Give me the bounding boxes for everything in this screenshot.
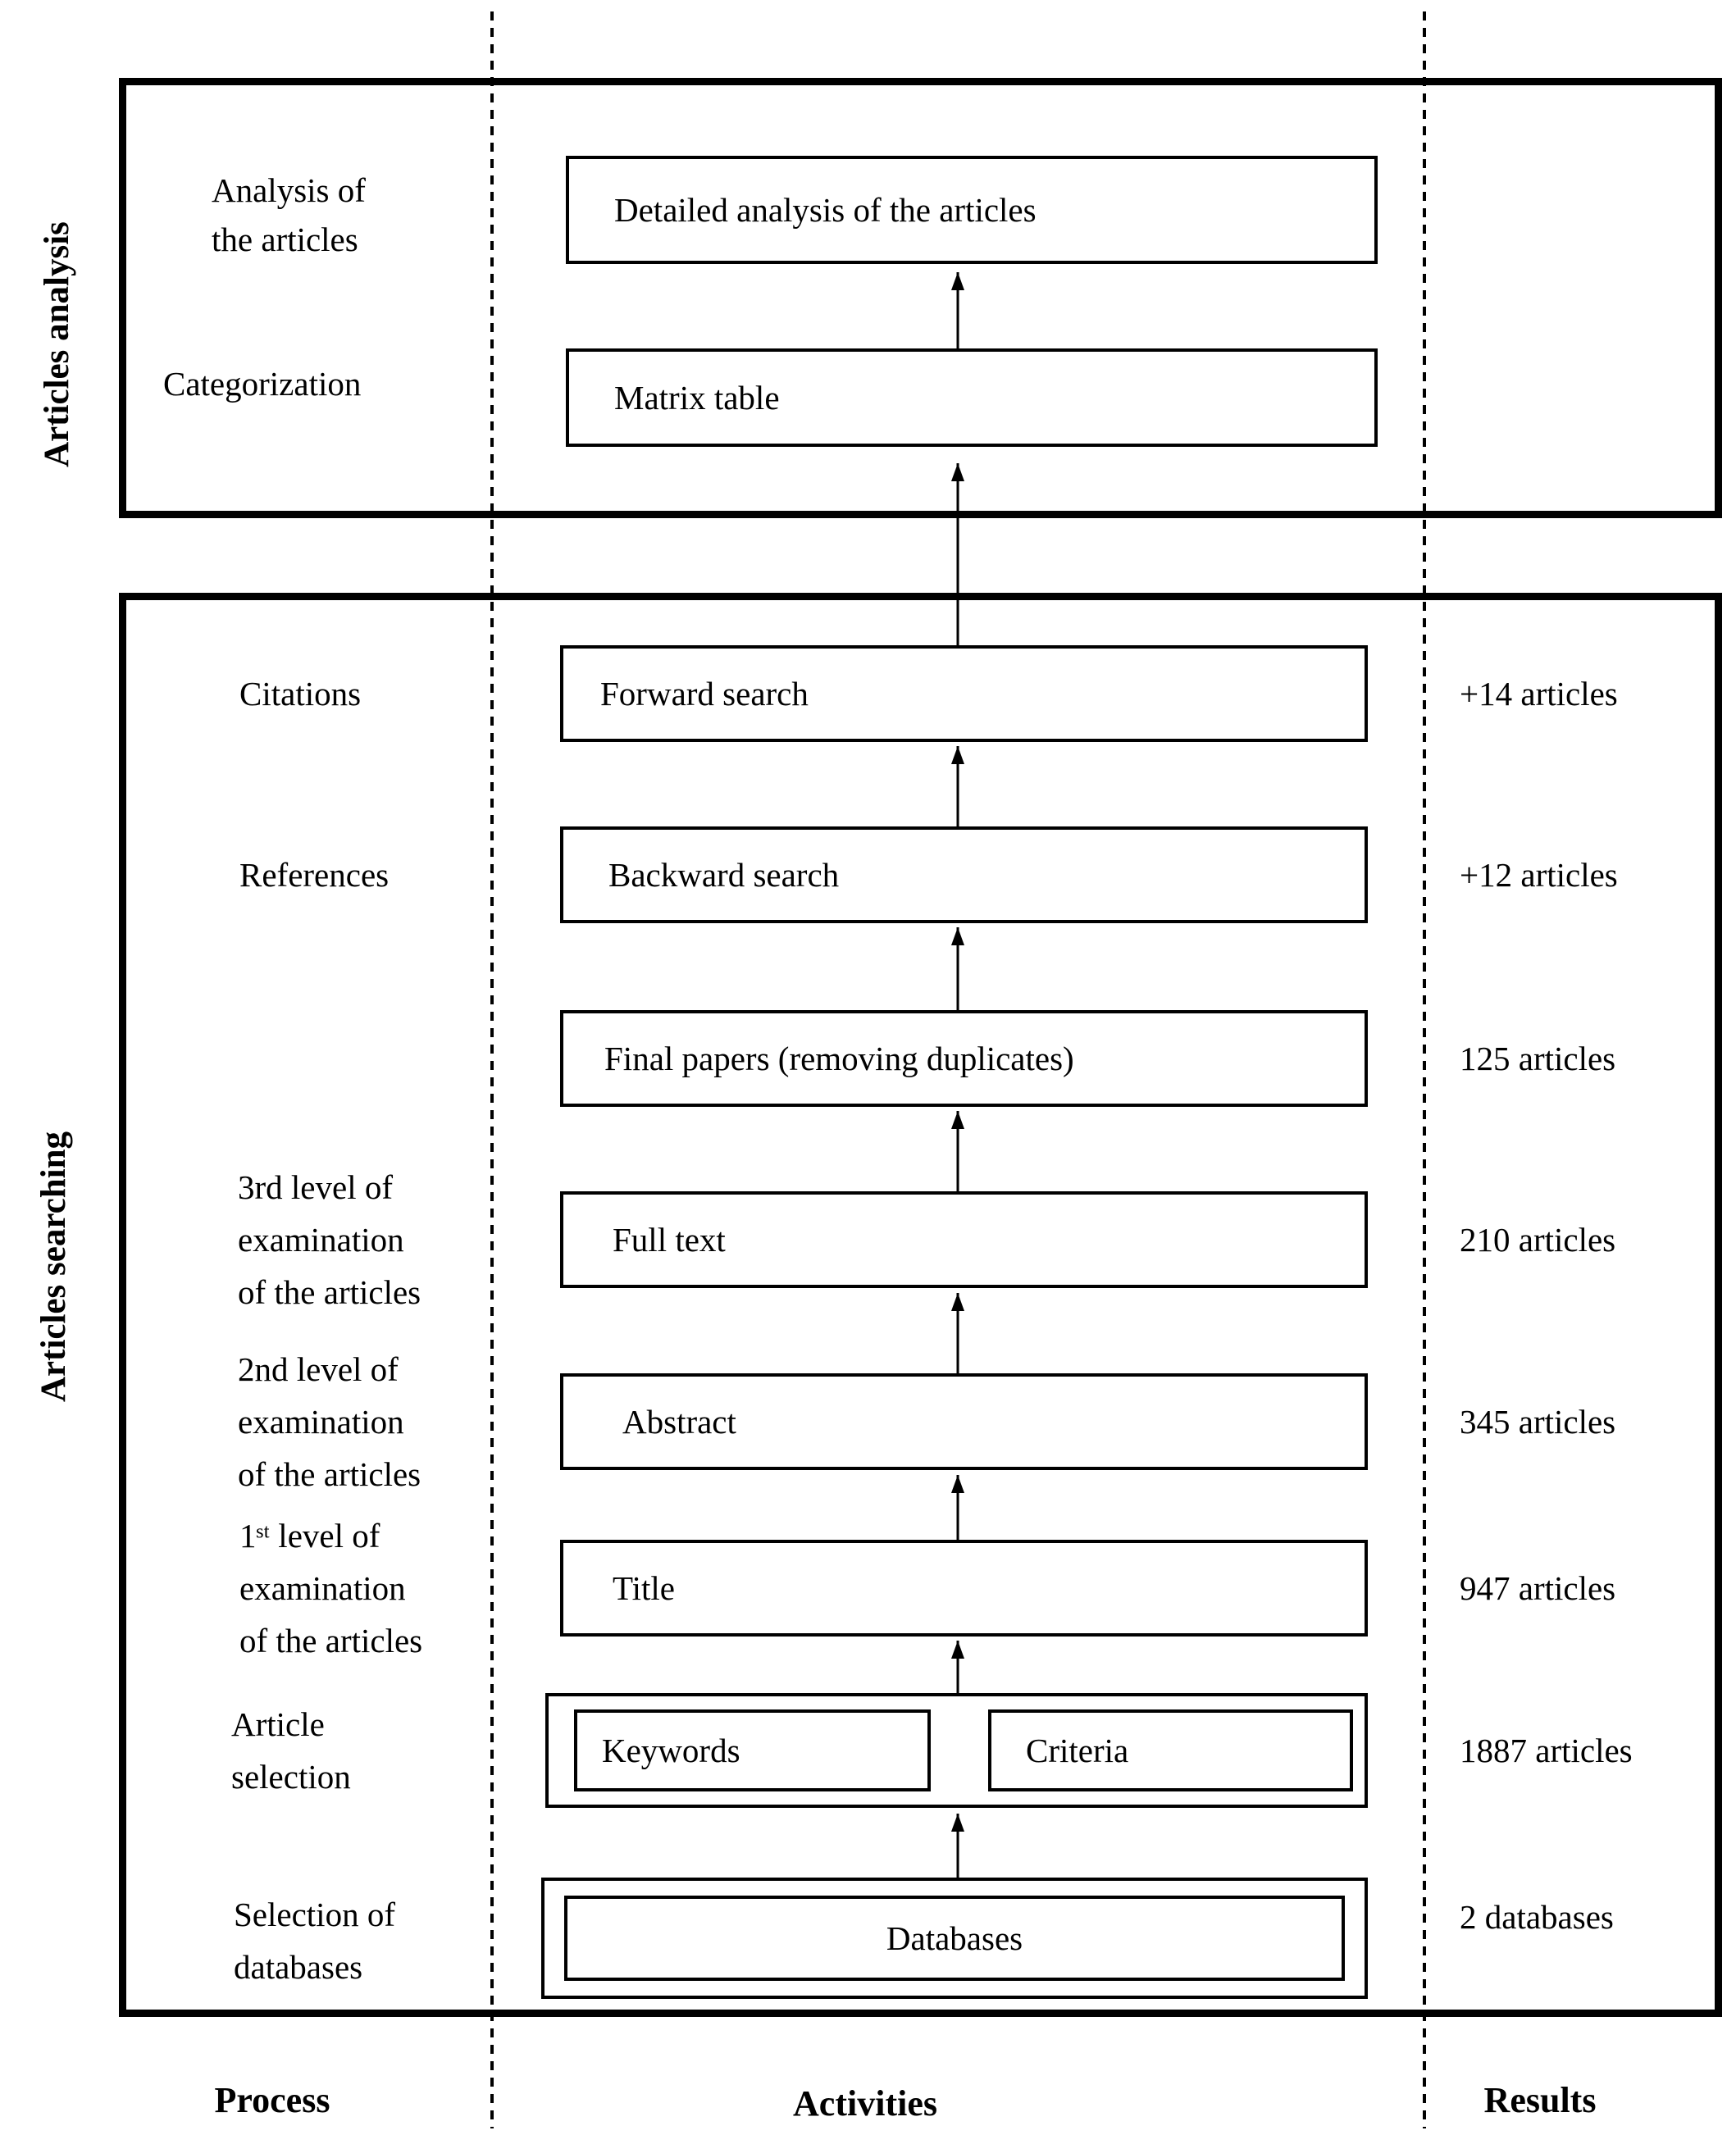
activity-label-backward-search: Backward search	[608, 856, 840, 894]
result-label-2-databases: 2 databases	[1460, 1898, 1614, 1936]
activity-label-forward-search: Forward search	[600, 675, 809, 712]
activity-label-abstract: Abstract	[622, 1403, 736, 1441]
result-label-1887-articles: 1887 articles	[1460, 1732, 1633, 1769]
articles-analysis-box	[119, 78, 1722, 518]
activity-label-final-papers: Final papers (removing duplicates)	[604, 1040, 1074, 1077]
process-label-article-selection: Article selection	[231, 1705, 351, 1796]
column-header-process: Process	[214, 2080, 330, 2120]
activity-box-criteria: Criteria	[988, 1709, 1353, 1791]
result-label-plus12-articles: +12 articles	[1460, 856, 1618, 894]
articles-searching-box	[119, 593, 1722, 2017]
activity-box-backward-search: Backward search	[560, 826, 1368, 923]
result-label-125-articles: 125 articles	[1460, 1040, 1616, 1077]
side-label-articles-searching: Articles searching	[34, 1131, 73, 1402]
process-label-1st-level: 1ˢᵗ level of examination of the articles	[239, 1517, 423, 1659]
activity-box-title: Title	[560, 1540, 1368, 1637]
column-header-activities: Activities	[793, 2083, 937, 2124]
side-label-articles-analysis: Articles analysis	[38, 221, 76, 467]
activity-label-criteria: Criteria	[1026, 1732, 1129, 1769]
process-label-references: References	[239, 856, 390, 894]
process-label-selection-of-databases: Selection of databases	[234, 1896, 395, 1986]
result-label-947-articles: 947 articles	[1460, 1569, 1616, 1607]
activity-box-forward-search: Forward search	[560, 645, 1368, 742]
activity-label-full-text: Full text	[613, 1221, 726, 1259]
result-label-210-articles: 210 articles	[1460, 1221, 1616, 1259]
column-header-results: Results	[1483, 2080, 1597, 2120]
process-label-3rd-level: 3rd level of examination of the articles	[238, 1168, 421, 1311]
activity-box-abstract: Abstract	[560, 1373, 1368, 1470]
process-label-2nd-level: 2nd level of examination of the articles	[238, 1350, 421, 1493]
activity-box-databases: Databases	[564, 1896, 1345, 1981]
activity-label-title: Title	[613, 1569, 675, 1607]
activity-box-matrix-table: Matrix table	[566, 348, 1378, 447]
divider-activities-results	[1423, 11, 1426, 2128]
process-label-analysis-of-articles: Analysis of the articles	[212, 171, 366, 258]
activity-label-keywords: Keywords	[602, 1732, 740, 1769]
process-label-categorization: Categorization	[163, 365, 362, 403]
result-label-345-articles: 345 articles	[1460, 1403, 1616, 1441]
activity-box-final-papers: Final papers (removing duplicates)	[560, 1010, 1368, 1107]
activity-box-keywords: Keywords	[574, 1709, 931, 1791]
process-label-citations: Citations	[239, 675, 362, 712]
activity-label-databases: Databases	[886, 1919, 1023, 1957]
result-label-plus14-articles: +14 articles	[1460, 675, 1618, 712]
activity-label-detailed-analysis: Detailed analysis of the articles	[614, 191, 1037, 229]
divider-process-activities	[490, 11, 494, 2128]
activity-box-full-text: Full text	[560, 1191, 1368, 1288]
activity-box-detailed-analysis: Detailed analysis of the articles	[566, 156, 1378, 264]
activity-label-matrix-table: Matrix table	[614, 379, 780, 417]
